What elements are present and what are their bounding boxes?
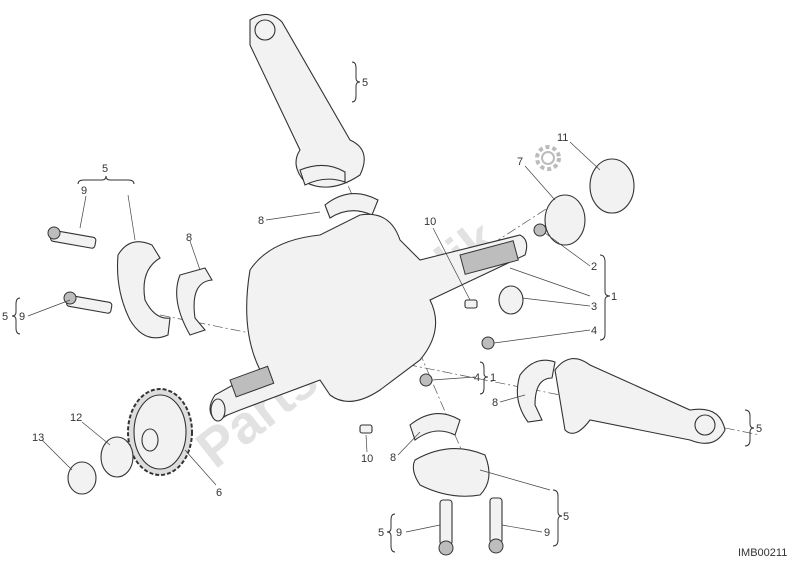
connecting-rod-top: [249, 13, 365, 188]
rod-bolt-bottom-left: [438, 499, 454, 556]
label-6: 6: [216, 487, 222, 499]
plug-2: [533, 223, 547, 237]
bearing-shell-right: [516, 359, 556, 423]
plug-4: [481, 336, 495, 350]
bearing-shell-bottom: [409, 413, 461, 441]
label-9: 9: [19, 311, 25, 323]
label-11: 11: [557, 132, 568, 144]
label-9: 9: [544, 527, 550, 539]
label-5: 5: [102, 163, 108, 175]
bearing-3: [498, 285, 524, 315]
label-4: 4: [474, 372, 480, 384]
watermark-gear-icon: [535, 145, 561, 171]
key-10-lower: [359, 424, 373, 434]
label-8: 8: [492, 397, 498, 409]
label-4: 4: [591, 325, 597, 337]
nut-11: [589, 158, 635, 214]
bearing-shell-left: [176, 267, 213, 336]
rod-bolt-bottom-right: [488, 497, 504, 554]
label-9: 9: [81, 185, 87, 197]
plug-4b: [419, 373, 433, 387]
label-5: 5: [563, 511, 569, 523]
label-5: 5: [378, 527, 384, 539]
rod-cap-left: [117, 241, 171, 339]
label-1: 1: [611, 291, 617, 303]
rod-cap-bottom: [412, 448, 490, 497]
label-8: 8: [186, 232, 192, 244]
diagram-code: IMB00211: [738, 547, 787, 559]
label-5: 5: [2, 311, 8, 323]
label-7: 7: [517, 156, 523, 168]
label-13: 13: [32, 432, 44, 444]
key-10-upper: [464, 299, 478, 309]
label-1: 1: [490, 372, 496, 384]
washer-7: [544, 194, 586, 246]
nut-13: [67, 461, 97, 495]
braces: [11, 61, 755, 553]
gear-6: [127, 388, 193, 476]
label-9: 9: [396, 527, 402, 539]
label-10: 10: [361, 453, 373, 465]
label-5: 5: [362, 77, 368, 89]
crankshaft: [209, 213, 528, 422]
label-3: 3: [591, 301, 597, 313]
washer-12: [100, 436, 134, 478]
leader-lines: [27, 141, 601, 533]
label-8: 8: [390, 452, 396, 464]
label-10: 10: [424, 216, 436, 228]
label-8: 8: [258, 215, 264, 227]
callout-labels: 5 5 9 8 8 5 9 10 7 11 2 1 3 4 4 1 8 5 12…: [2, 77, 787, 559]
label-5: 5: [756, 423, 762, 435]
rod-bolt-lower: [63, 291, 113, 314]
connecting-rod-right: [554, 358, 726, 444]
label-12: 12: [70, 412, 82, 424]
rod-bolt-upper: [47, 226, 97, 249]
label-2: 2: [591, 261, 597, 273]
